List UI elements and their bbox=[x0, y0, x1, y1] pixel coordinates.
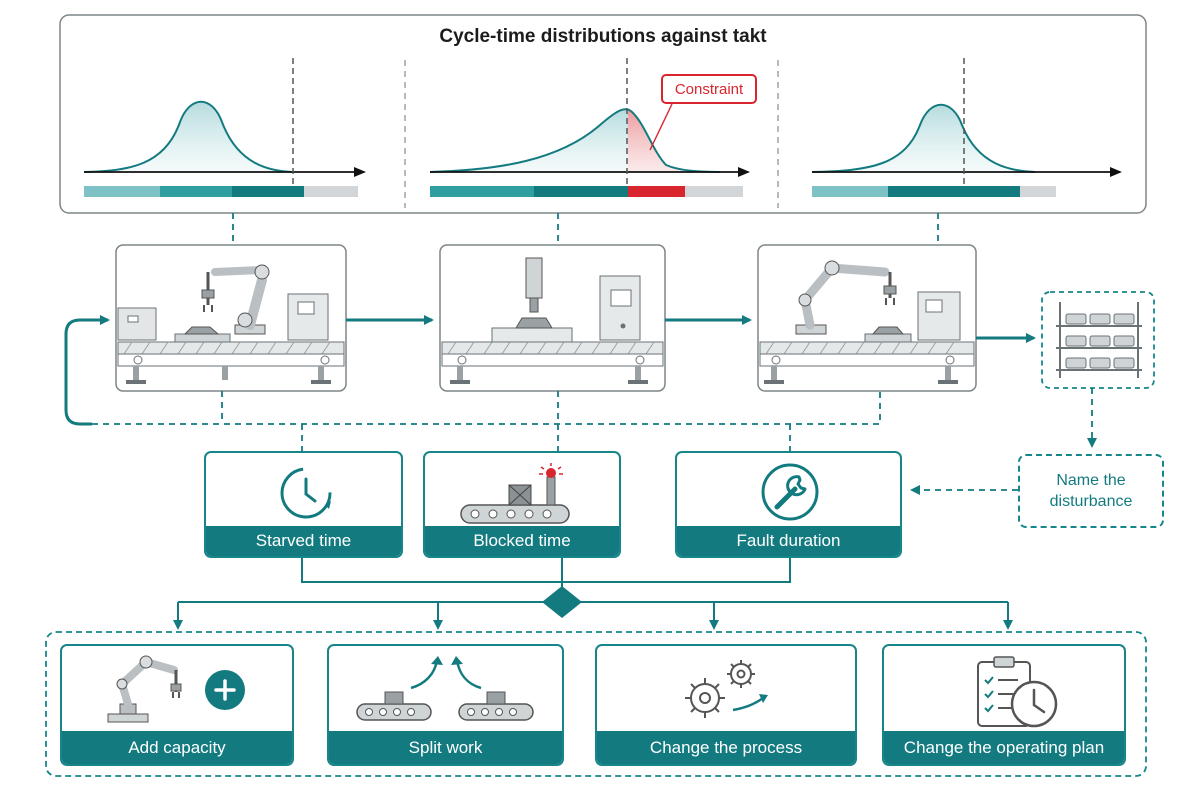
distribution-panel bbox=[59, 14, 1147, 214]
metric-label: Fault duration bbox=[677, 526, 900, 556]
disturbance-note: Name the disturbance bbox=[1018, 454, 1164, 528]
action-change-process: Change the process bbox=[595, 644, 857, 766]
metric-blocked-time: Blocked time bbox=[423, 451, 621, 558]
actions-group bbox=[45, 631, 1147, 777]
metric-starved-time: Starved time bbox=[204, 451, 403, 558]
decision-diamond bbox=[542, 586, 582, 618]
distribution-station-1 bbox=[83, 58, 366, 197]
station-3-robot-assembly bbox=[757, 244, 977, 392]
wrench-icon bbox=[761, 463, 819, 521]
blocked-conveyor-icon bbox=[460, 463, 570, 524]
station-1-robot-assembly bbox=[115, 244, 347, 392]
clock-icon bbox=[280, 467, 332, 519]
buffer-rack bbox=[1041, 291, 1155, 389]
action-change-operating-plan: Change the operating plan bbox=[882, 644, 1126, 766]
metric-label: Starved time bbox=[206, 526, 401, 556]
action-label: Add capacity bbox=[62, 731, 292, 764]
action-label: Split work bbox=[329, 731, 562, 764]
action-label: Change the process bbox=[597, 731, 855, 764]
action-label: Change the operating plan bbox=[884, 731, 1124, 764]
clipboard-clock-icon bbox=[977, 656, 1058, 728]
robot-plus-icon bbox=[107, 655, 245, 723]
distribution-station-3 bbox=[811, 58, 1122, 197]
constraint-label: Constraint bbox=[661, 74, 757, 104]
feedback-loop-arrow bbox=[64, 315, 110, 426]
station-2-press bbox=[439, 244, 666, 392]
diagram-title: Cycle-time distributions against takt bbox=[439, 26, 767, 47]
metric-label: Blocked time bbox=[425, 526, 619, 556]
metric-fault-duration: Fault duration bbox=[675, 451, 902, 558]
split-conveyor-icon bbox=[356, 656, 534, 721]
gears-icon bbox=[685, 660, 768, 718]
action-add-capacity: Add capacity bbox=[60, 644, 294, 766]
distribution-station-2-constraint bbox=[429, 58, 750, 197]
action-split-work: Split work bbox=[327, 644, 564, 766]
